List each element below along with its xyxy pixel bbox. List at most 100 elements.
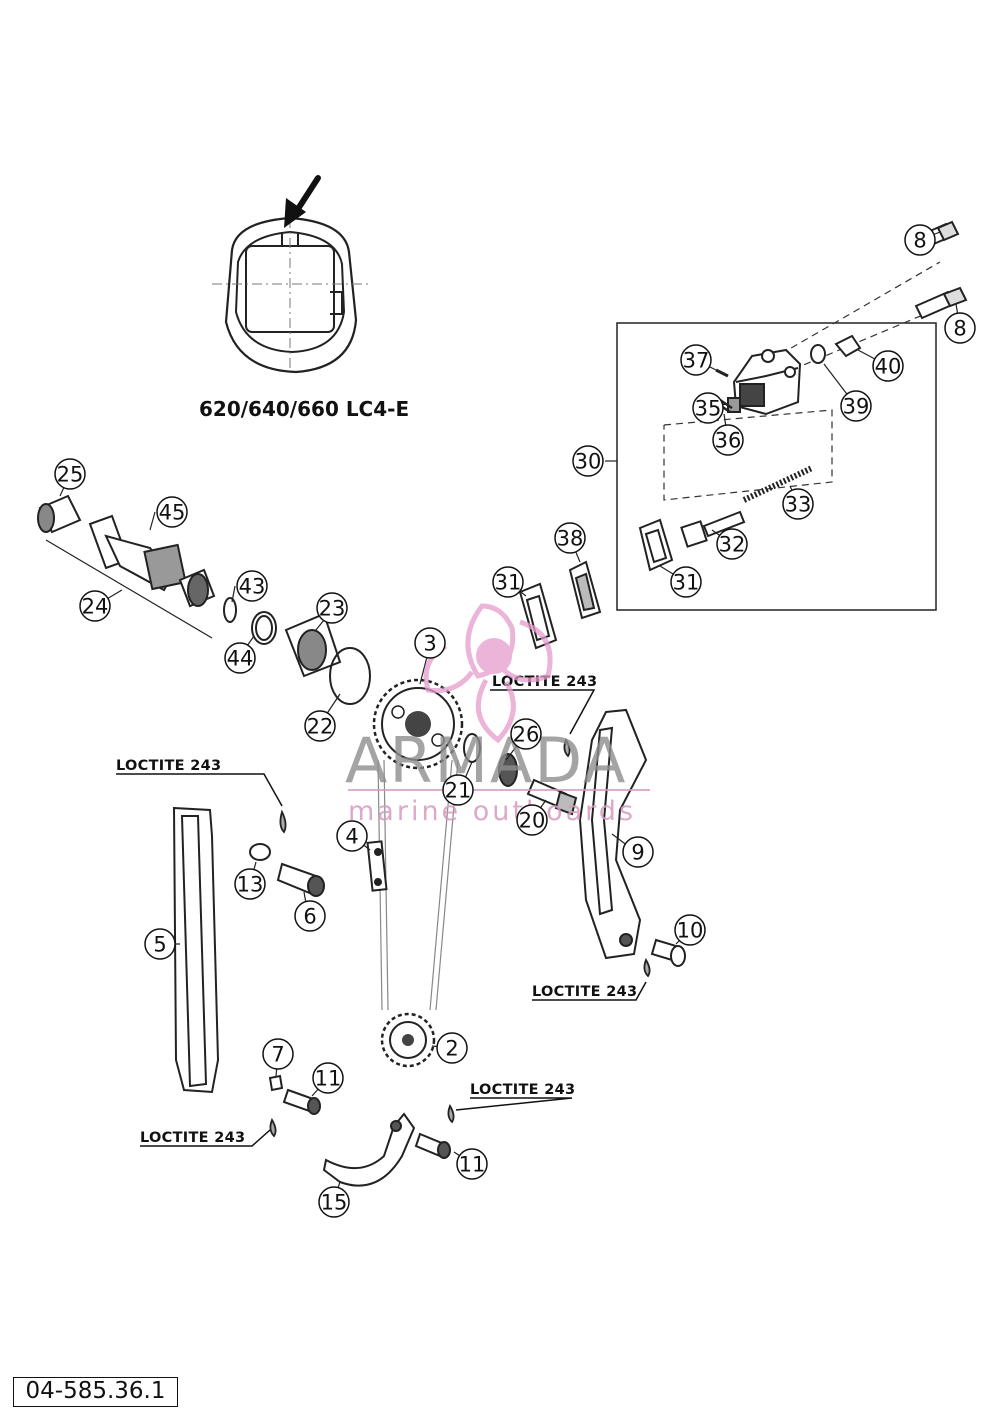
callout-8: 8 [944,312,976,344]
camshaft-bore-detail [212,216,370,374]
callout-number: 25 [57,463,84,487]
callout-number: 21 [445,779,472,803]
loctite-drops [269,737,651,1138]
callout-39: 39 [840,390,872,422]
callout-circle [622,836,654,868]
tensioner-group-frame [616,322,937,611]
callout-number: 13 [237,873,264,897]
callout-22: 22 [304,710,336,742]
callout-circle [304,710,336,742]
callout-number: 35 [695,397,722,421]
left-chain-guide [172,806,220,1094]
callout-number: 31 [495,571,522,595]
callout-circle [572,445,604,477]
callout-5: 5 [144,928,176,960]
callout-45: 45 [156,496,188,528]
callout-number: 32 [719,533,746,557]
rail-pivot-bolt [650,938,686,967]
callout-2: 2 [436,1032,468,1064]
callout-circle [680,344,712,376]
callout-44: 44 [224,642,256,674]
callout-number: 30 [575,450,602,474]
callout-9: 9 [622,836,654,868]
callout-number: 43 [239,575,266,599]
callout-circle [904,224,936,256]
indicator-arrow [284,175,321,228]
callout-number: 26 [513,723,540,747]
callout-circle [516,804,548,836]
callout-number: 45 [159,501,186,525]
callout-circle [236,570,268,602]
callout-6: 6 [294,900,326,932]
callout-40: 40 [872,350,904,382]
callout-circle [54,458,86,490]
callout-number: 9 [631,841,644,865]
callout-circle [312,1062,344,1094]
upper-sprocket [372,678,464,770]
callout-circle [262,1038,294,1070]
callout-circle [944,312,976,344]
callout-circle [316,592,348,624]
callout-number: 44 [227,647,254,671]
loctite-note-4: LOCTITE 243 [140,1130,245,1146]
callout-circle [840,390,872,422]
callout-15: 15 [318,1186,350,1218]
callout-circle [670,566,702,598]
callout-number: 8 [913,229,926,253]
callout-32: 32 [716,528,748,560]
callout-number: 10 [677,919,704,943]
callout-number: 33 [785,493,812,517]
lower-guide-bracket [322,1112,416,1187]
callout-36: 36 [712,424,744,456]
callout-20: 20 [516,804,548,836]
watermark-subtitle: marine outboards [348,796,636,827]
loctite-note-3: LOCTITE 243 [532,984,637,1000]
callout-circle [414,627,446,659]
callout-circle [692,392,724,424]
callout-number: 11 [459,1153,486,1177]
callout-3: 3 [414,627,446,659]
loctite-note-5: LOCTITE 243 [470,1082,575,1098]
callout-number: 40 [875,355,902,379]
chain-link-piece [366,840,388,892]
callout-number: 7 [271,1043,284,1067]
callout-circle [318,1186,350,1218]
loctite-note-1: LOCTITE 243 [116,758,221,774]
pivot-pin [249,843,325,897]
callout-35: 35 [692,392,724,424]
callout-circle [712,424,744,456]
callout-number: 24 [82,595,109,619]
callout-number: 11 [315,1067,342,1091]
callout-number: 5 [153,933,166,957]
callout-number: 8 [953,317,966,341]
callout-number: 4 [345,825,358,849]
lower-bolts [268,1074,451,1159]
callout-circle [442,774,474,806]
note-leaders [116,689,647,1147]
callout-31: 31 [670,566,702,598]
callout-8: 8 [904,224,936,256]
callout-circle [156,496,188,528]
callout-43: 43 [236,570,268,602]
callout-10: 10 [674,914,706,946]
right-chain-tensioner-rail [578,708,648,960]
callout-circle [716,528,748,560]
callout-4: 4 [336,820,368,852]
callout-13: 13 [234,868,266,900]
camshaft-assembly [37,494,216,639]
callout-33: 33 [782,488,814,520]
watermark-title: ARMADA [345,724,627,797]
callout-number: 20 [519,809,546,833]
callout-23: 23 [316,592,348,624]
variant-caption: 620/640/660 LC4-E [199,397,409,421]
watermark-logo [423,603,553,744]
callout-11: 11 [456,1148,488,1180]
callout-number: 31 [673,571,700,595]
callout-circle [492,566,524,598]
bearing-and-rings [223,597,371,705]
callout-38: 38 [554,522,586,554]
tensioner-spring-and-plunger [680,465,814,548]
callout-circle [294,900,326,932]
